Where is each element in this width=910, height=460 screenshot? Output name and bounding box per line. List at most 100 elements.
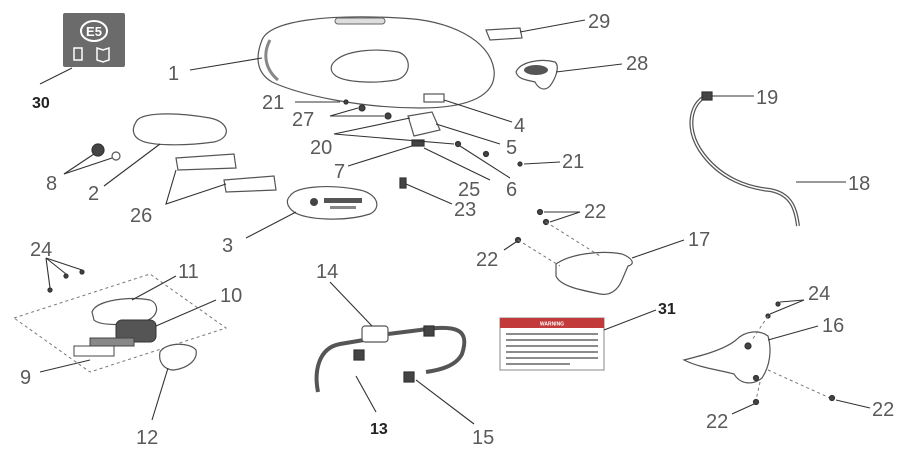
leader-3 bbox=[245, 211, 297, 239]
callout-22d: 22 bbox=[872, 399, 894, 421]
callout-20: 20 bbox=[310, 137, 332, 159]
leader-2 bbox=[103, 143, 161, 187]
callout-22c: 22 bbox=[706, 411, 728, 433]
screw-22d bbox=[752, 398, 760, 406]
fuel-filter-14 bbox=[361, 325, 389, 343]
screw-21b bbox=[517, 161, 523, 167]
filler-cap-cover bbox=[515, 59, 558, 90]
callout-8: 8 bbox=[46, 173, 57, 195]
clamp-15a bbox=[403, 371, 415, 383]
leader-20b bbox=[333, 133, 455, 145]
clamp-15b bbox=[423, 325, 435, 337]
callout-23: 23 bbox=[454, 199, 476, 221]
fuel-pump-icon bbox=[73, 47, 83, 61]
guide-16c bbox=[767, 369, 831, 399]
fuel-tank bbox=[257, 16, 495, 109]
leader-25 bbox=[423, 147, 491, 181]
leader-5 bbox=[435, 123, 501, 145]
callout-19: 19 bbox=[756, 87, 778, 109]
guide-16a bbox=[751, 315, 769, 341]
callout-22b: 22 bbox=[476, 249, 498, 271]
leader-15 bbox=[415, 379, 475, 425]
callout-3: 3 bbox=[222, 235, 233, 257]
guide-17b bbox=[517, 239, 561, 267]
gasket-2 bbox=[132, 113, 227, 146]
leader-29 bbox=[519, 19, 586, 33]
callout-30: 30 bbox=[32, 95, 50, 112]
leader-17 bbox=[631, 239, 685, 259]
leader-9 bbox=[39, 359, 91, 373]
pump-group-outline bbox=[12, 273, 228, 373]
decal-29 bbox=[485, 27, 523, 41]
leader-6 bbox=[459, 145, 511, 179]
screw-22a bbox=[536, 208, 544, 216]
callout-5: 5 bbox=[506, 137, 517, 159]
callout-25: 25 bbox=[458, 179, 480, 201]
leader-28 bbox=[555, 63, 623, 73]
leader-7 bbox=[347, 145, 413, 167]
nut-25 bbox=[482, 150, 490, 158]
leader-24a-1 bbox=[45, 257, 51, 289]
decal-26b bbox=[223, 175, 277, 193]
pump-gasket-11 bbox=[91, 297, 158, 326]
screw-24a bbox=[47, 287, 53, 293]
callout-24a: 24 bbox=[30, 239, 52, 261]
leader-11 bbox=[131, 275, 177, 301]
warning-title: WARNING bbox=[540, 322, 564, 328]
callout-13: 13 bbox=[370, 421, 388, 438]
mount-5 bbox=[407, 111, 441, 137]
callout-16: 16 bbox=[822, 315, 844, 337]
leader-22b bbox=[503, 241, 517, 251]
leader-21b bbox=[523, 161, 561, 165]
tank-emblem-3 bbox=[286, 186, 378, 220]
e5-badge-label: E5 bbox=[86, 24, 102, 39]
leader-24a-3 bbox=[45, 257, 83, 271]
decal-26a bbox=[175, 153, 237, 171]
warning-label-31: WARNING bbox=[499, 317, 605, 371]
screw-21a bbox=[343, 99, 349, 105]
callout-28: 28 bbox=[626, 53, 648, 75]
leader-1 bbox=[189, 57, 263, 71]
callout-24b: 24 bbox=[808, 283, 830, 305]
vent-hose-18 bbox=[689, 94, 800, 227]
cover-hole-16a bbox=[744, 342, 752, 350]
callout-18: 18 bbox=[848, 173, 870, 195]
callout-31: 31 bbox=[658, 301, 676, 318]
callout-4: 4 bbox=[514, 115, 525, 137]
callout-2: 2 bbox=[88, 183, 99, 205]
fuel-hose-13 bbox=[314, 338, 365, 393]
guide-16b bbox=[755, 381, 761, 401]
leader-23 bbox=[405, 183, 453, 205]
screw-24b bbox=[63, 273, 69, 279]
leader-16 bbox=[767, 325, 819, 341]
screw-24c bbox=[79, 269, 85, 275]
leader-8a bbox=[63, 153, 95, 175]
callout-12: 12 bbox=[136, 427, 158, 449]
callout-9: 9 bbox=[20, 367, 31, 389]
callout-29: 29 bbox=[588, 11, 610, 33]
fuel-pump-10 bbox=[73, 319, 157, 357]
callout-21a: 21 bbox=[262, 92, 284, 114]
screw-22e bbox=[828, 394, 836, 402]
guide-17a bbox=[545, 221, 601, 257]
leader-8b bbox=[63, 157, 113, 175]
callout-21b: 21 bbox=[562, 151, 584, 173]
manual-book-icon bbox=[96, 46, 110, 63]
leader-13 bbox=[355, 375, 377, 413]
pump-cover-12 bbox=[159, 343, 197, 371]
callout-14: 14 bbox=[316, 261, 338, 283]
callout-17: 17 bbox=[688, 229, 710, 251]
clamp-19 bbox=[701, 91, 713, 101]
leader-24b-2 bbox=[779, 299, 805, 303]
fuel-hose-15 bbox=[387, 325, 467, 374]
leader-31 bbox=[603, 309, 657, 331]
callout-6: 6 bbox=[506, 179, 517, 201]
callout-26: 26 bbox=[130, 205, 152, 227]
leader-24b-1 bbox=[769, 299, 805, 315]
side-cover-17 bbox=[555, 251, 633, 295]
leader-10 bbox=[155, 299, 217, 327]
e5-fuel-badge: E5 bbox=[63, 13, 125, 67]
clamp-13a bbox=[353, 349, 365, 361]
bolt-23 bbox=[399, 177, 407, 189]
callout-1: 1 bbox=[168, 63, 179, 85]
